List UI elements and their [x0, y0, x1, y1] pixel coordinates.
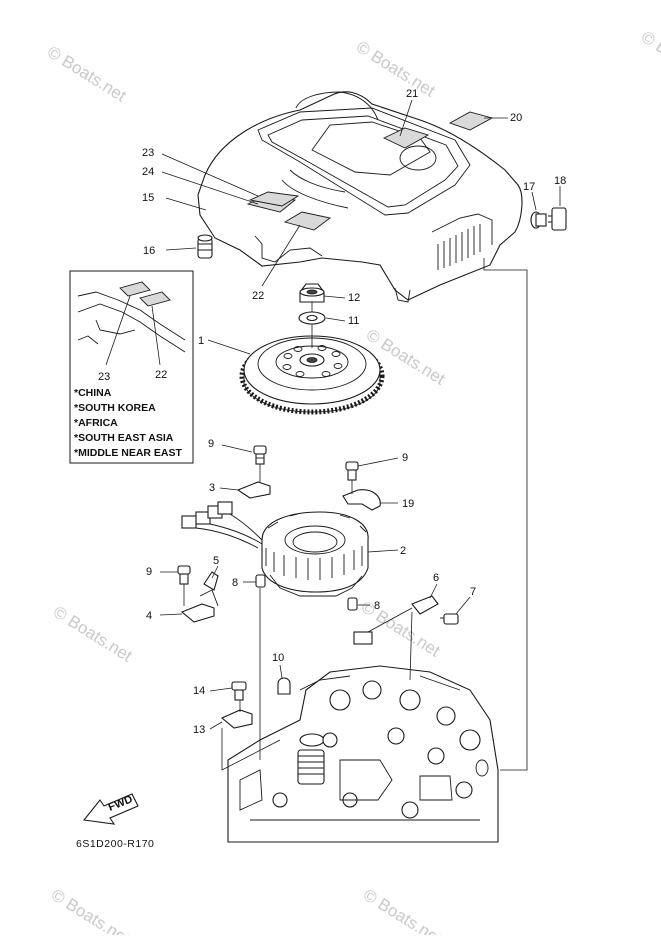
- callout-15: 15: [142, 192, 154, 204]
- callout-24: 24: [142, 166, 154, 178]
- inset-callout-23: 23: [98, 371, 110, 383]
- callout-9-left: 9: [146, 566, 152, 578]
- callout-23: 23: [142, 147, 154, 159]
- bracket-3: [236, 481, 271, 499]
- callout-8-right: 8: [374, 600, 380, 612]
- callout-14: 14: [193, 685, 205, 697]
- plate-13: [220, 709, 253, 729]
- drawing-code: 6S1D200-R170: [76, 838, 154, 850]
- nut-12: [299, 283, 325, 303]
- watermark-7: © Boats.net: [48, 885, 134, 935]
- bolt-collar-17-18: [530, 207, 567, 231]
- clamp-19: [342, 489, 381, 511]
- callout-18: 18: [554, 175, 566, 187]
- callout-9-upper: 9: [208, 438, 214, 450]
- inset-note-1: *CHINA: [74, 387, 112, 399]
- label-24: [248, 191, 300, 207]
- watermark-8: © Boats.net: [360, 885, 446, 935]
- bracket-4: [180, 589, 219, 623]
- fwd-arrow: FWD: [82, 793, 139, 825]
- watermark-1: © Boats.net: [44, 42, 130, 105]
- leader-lines: [159, 99, 561, 730]
- grommet-16: [197, 234, 213, 259]
- inset-note-2: *SOUTH KOREA: [74, 402, 156, 414]
- region-inset: 23 22 *CHINA *SOUTH KOREA *AFRICA *SOUTH…: [69, 270, 194, 464]
- label-21: [382, 127, 430, 149]
- callout-numbers: 21 20 23 24 15 16 22 12 11 1 17 18 9 3 9…: [142, 88, 566, 736]
- watermark-5: © Boats.net: [50, 602, 136, 665]
- screw-9-upper: [253, 445, 267, 465]
- assembly-lines: [183, 258, 528, 771]
- callout-10: 10: [272, 652, 284, 664]
- callout-17: 17: [523, 181, 535, 193]
- collar-8-left: [255, 574, 266, 588]
- stator: [261, 511, 369, 597]
- callout-22: 22: [252, 290, 264, 302]
- callout-19: 19: [402, 498, 414, 510]
- label-22: [283, 211, 332, 231]
- flywheel-cover: [197, 91, 523, 303]
- engine-block: [227, 665, 499, 843]
- label-20: [448, 111, 494, 131]
- screw-7: [440, 613, 459, 625]
- callout-9-right: 9: [402, 452, 408, 464]
- callout-7: 7: [470, 586, 476, 598]
- inset-note-5: *MIDDLE NEAR EAST: [74, 447, 183, 459]
- flywheel: [239, 335, 385, 415]
- callout-13: 13: [193, 724, 205, 736]
- watermark-2: © Boats.net: [353, 37, 439, 100]
- callout-6: 6: [433, 572, 439, 584]
- screw-9-left: [177, 565, 191, 585]
- callout-16: 16: [143, 245, 155, 257]
- wire-harness: [181, 501, 263, 549]
- inset-note-3: *AFRICA: [74, 417, 118, 429]
- callout-4: 4: [146, 610, 152, 622]
- callout-12: 12: [348, 292, 360, 304]
- clip-5: [203, 571, 219, 591]
- woodruff-key-10: [277, 677, 291, 695]
- pulser-coil-6: [353, 595, 439, 645]
- washer-11: [298, 311, 326, 325]
- inset-callout-22: 22: [155, 369, 167, 381]
- inset-note-4: *SOUTH EAST ASIA: [74, 432, 174, 444]
- callout-1: 1: [198, 335, 204, 347]
- screw-14: [231, 681, 247, 701]
- callout-8-left: 8: [232, 577, 238, 589]
- callout-11: 11: [348, 315, 359, 327]
- callout-3: 3: [209, 482, 215, 494]
- callout-5: 5: [213, 555, 219, 567]
- callout-21: 21: [406, 88, 418, 100]
- screw-9-right: [345, 461, 359, 481]
- callout-2: 2: [400, 545, 406, 557]
- watermark-3: © Boats.net: [638, 27, 661, 90]
- callout-20: 20: [510, 112, 522, 124]
- collar-8-right: [347, 597, 358, 611]
